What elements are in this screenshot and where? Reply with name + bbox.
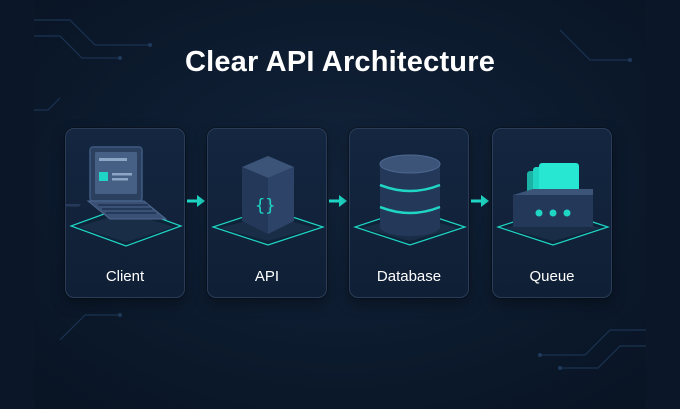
curly-braces-icon: {} bbox=[255, 196, 275, 216]
flow-arrow-client-api bbox=[187, 195, 205, 207]
code-cube-icon: {} bbox=[211, 156, 325, 246]
laptop-icon bbox=[66, 146, 183, 247]
queue-label: Queue bbox=[529, 268, 575, 285]
database-card: Database bbox=[349, 128, 469, 298]
api-card: {} API bbox=[207, 128, 327, 298]
client-card: Client bbox=[65, 128, 185, 298]
database-label: Database bbox=[376, 268, 442, 285]
flow-arrow-database-queue bbox=[471, 195, 489, 207]
left-edge-panel bbox=[0, 0, 34, 409]
queue-icon bbox=[496, 163, 610, 246]
right-edge-panel bbox=[646, 0, 680, 409]
flow-arrow-api-database bbox=[329, 195, 347, 207]
queue-card: Queue bbox=[492, 128, 612, 298]
api-label: API bbox=[254, 268, 280, 285]
database-icon bbox=[353, 154, 467, 246]
client-label: Client bbox=[105, 268, 145, 285]
diagram-title: Clear API Architecture bbox=[184, 46, 496, 78]
